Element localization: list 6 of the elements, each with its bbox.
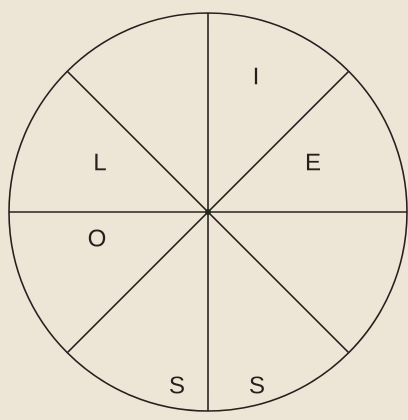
sector-letter: E (306, 154, 320, 170)
sector-letter: O (88, 230, 106, 246)
sector-letter: S (250, 376, 264, 394)
sector-letter: I (254, 68, 258, 84)
sector-letter: S (170, 376, 184, 394)
sector-letter: L (95, 154, 106, 170)
